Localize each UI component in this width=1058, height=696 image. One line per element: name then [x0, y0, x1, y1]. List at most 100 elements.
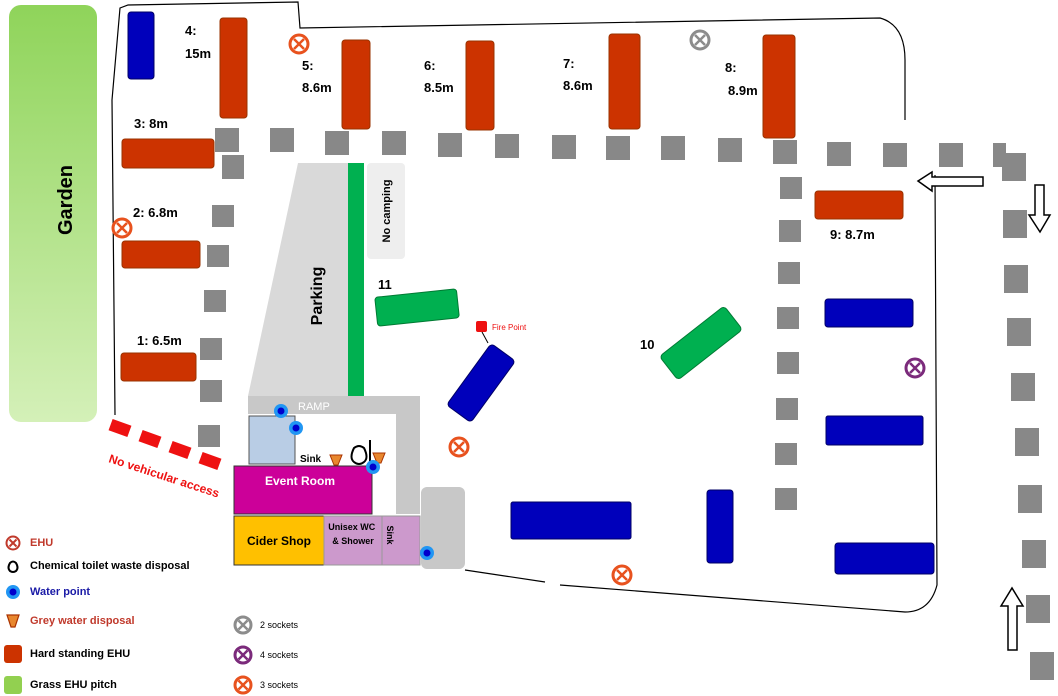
socket-legend-3: 3 sockets — [232, 674, 298, 696]
no-camping-area — [367, 163, 405, 259]
cider-shop — [233, 515, 325, 566]
hard-standing-pitches — [120, 17, 904, 382]
sink-side-label: Sink — [385, 525, 395, 545]
chemical-toilet-icon — [350, 445, 368, 465]
legend-grass: Grass EHU pitch — [4, 676, 117, 694]
pitch-label-4: 4:15m — [185, 23, 211, 61]
pitch-9 — [814, 190, 904, 220]
legend-grey-water: Grey water disposal — [4, 612, 135, 630]
ehu-3-socket-icon — [448, 436, 470, 458]
pitch-label-8: 8:8.9m — [725, 60, 758, 98]
pitch-4 — [219, 17, 248, 119]
sink-top-label: Sink — [300, 454, 322, 465]
ehu-2-socket-icon — [689, 29, 711, 51]
ramp — [248, 396, 420, 414]
pitch-1 — [120, 352, 197, 382]
ehu-3-socket-icon — [111, 217, 133, 239]
blue-pitch-g — [447, 344, 515, 422]
pitch-label-2: 2: 6.8m — [133, 205, 178, 220]
blue-pitch-c — [825, 415, 924, 446]
ehu-2-socket-icon — [233, 615, 253, 635]
socket-legend-3-label: 3 sockets — [260, 680, 299, 690]
ramp-side-path — [396, 414, 420, 514]
site-boundary-bottom — [464, 569, 546, 583]
grey-water-icon — [4, 612, 22, 630]
pitch-11 — [374, 288, 460, 327]
blue-pitch-a — [127, 11, 155, 80]
blue-pitches — [127, 11, 935, 575]
chemical-toilet-icon — [4, 557, 22, 575]
pitch-3 — [121, 138, 215, 169]
event-room — [233, 465, 373, 515]
grey-water-icon — [372, 452, 386, 464]
pitch-label-9: 9: 8.7m — [830, 227, 875, 242]
legend-hard-standing-label: Hard standing EHU — [30, 648, 131, 660]
access-road — [198, 128, 1054, 680]
garden-area — [9, 5, 97, 422]
site-boundary — [111, 1, 906, 416]
parking-area — [248, 163, 348, 396]
legend-ehu: EHU — [4, 534, 53, 552]
pitch-label-5: 5:8.6m — [302, 58, 332, 95]
pitch-6 — [465, 40, 495, 131]
legend-water-point-label: Water point — [30, 586, 91, 598]
legend-chemical-toilet: Chemical toilet waste disposal — [4, 557, 190, 575]
unisex-wc-label: Unisex WC & Shower — [328, 522, 378, 546]
garden-label: Garden — [55, 165, 77, 235]
pitch-5 — [341, 39, 371, 130]
arrow-up-icon — [999, 586, 1025, 651]
parking-green-strip — [348, 163, 364, 396]
pitch-8 — [762, 34, 796, 139]
cider-shop-label: Cider Shop — [247, 534, 311, 548]
pitch-7 — [608, 33, 641, 130]
fire-point-icon — [476, 321, 487, 332]
fire-point-label: Fire Point — [492, 323, 527, 332]
socket-legend-2-label: 2 sockets — [260, 620, 299, 630]
pitch-labels: 4:15m 5:8.6m 6:8.5m 7:8.6m 8:8.9m 3: 8m … — [133, 23, 875, 352]
pitch-label-11: 11 — [378, 277, 392, 292]
pitch-label-7: 7:8.6m — [563, 56, 593, 93]
blue-pitch-f — [706, 489, 734, 564]
blue-pitch-b — [824, 298, 914, 328]
pitch-label-10: 10 — [640, 337, 654, 352]
grass-pitches — [374, 288, 742, 379]
pitch-label-3: 3: 8m — [134, 116, 168, 131]
grey-water-icon — [329, 454, 343, 466]
event-room-label: Event Room — [265, 474, 335, 488]
site-boundary-right — [559, 174, 938, 613]
pitch-2 — [121, 240, 201, 269]
ehu-4-socket-icon — [233, 645, 253, 665]
legend-hard-standing: Hard standing EHU — [4, 645, 130, 663]
hard-standing-swatch — [4, 645, 22, 663]
arrow-down-icon — [1027, 184, 1052, 234]
parking-label: Parking — [309, 267, 326, 326]
blue-building — [248, 415, 296, 465]
legend-ehu-label: EHU — [30, 537, 54, 549]
water-points — [274, 404, 434, 560]
water-point-icon — [4, 583, 22, 601]
legend-grey-water-label: Grey water disposal — [30, 615, 135, 627]
fire-point-line — [481, 331, 489, 344]
pitch-10 — [660, 307, 742, 379]
grass-swatch — [4, 676, 22, 694]
legend-chemical-toilet-label: Chemical toilet waste disposal — [30, 560, 190, 572]
arrow-left-icon — [916, 170, 984, 193]
no-camping-label: No camping — [381, 180, 393, 243]
no-vehicular-access-barrier — [108, 418, 222, 471]
ehu-3-socket-icon — [233, 675, 253, 695]
blue-pitch-e — [510, 501, 632, 540]
ramp-label: RAMP — [298, 401, 330, 413]
ehu-icon — [4, 534, 22, 552]
blue-pitch-d — [834, 542, 935, 575]
socket-legend-2: 2 sockets — [232, 614, 298, 636]
legend-grass-label: Grass EHU pitch — [30, 679, 117, 691]
socket-legend-4-label: 4 sockets — [260, 650, 299, 660]
ehu-3-socket-icon — [288, 33, 310, 55]
ehu-markers — [111, 29, 926, 586]
pitch-label-1: 1: 6.5m — [137, 333, 182, 348]
pitch-label-6: 6:8.5m — [424, 58, 454, 95]
ehu-4-socket-icon — [904, 357, 926, 379]
ehu-3-socket-icon — [611, 564, 633, 586]
socket-legend-4: 4 sockets — [232, 644, 298, 666]
